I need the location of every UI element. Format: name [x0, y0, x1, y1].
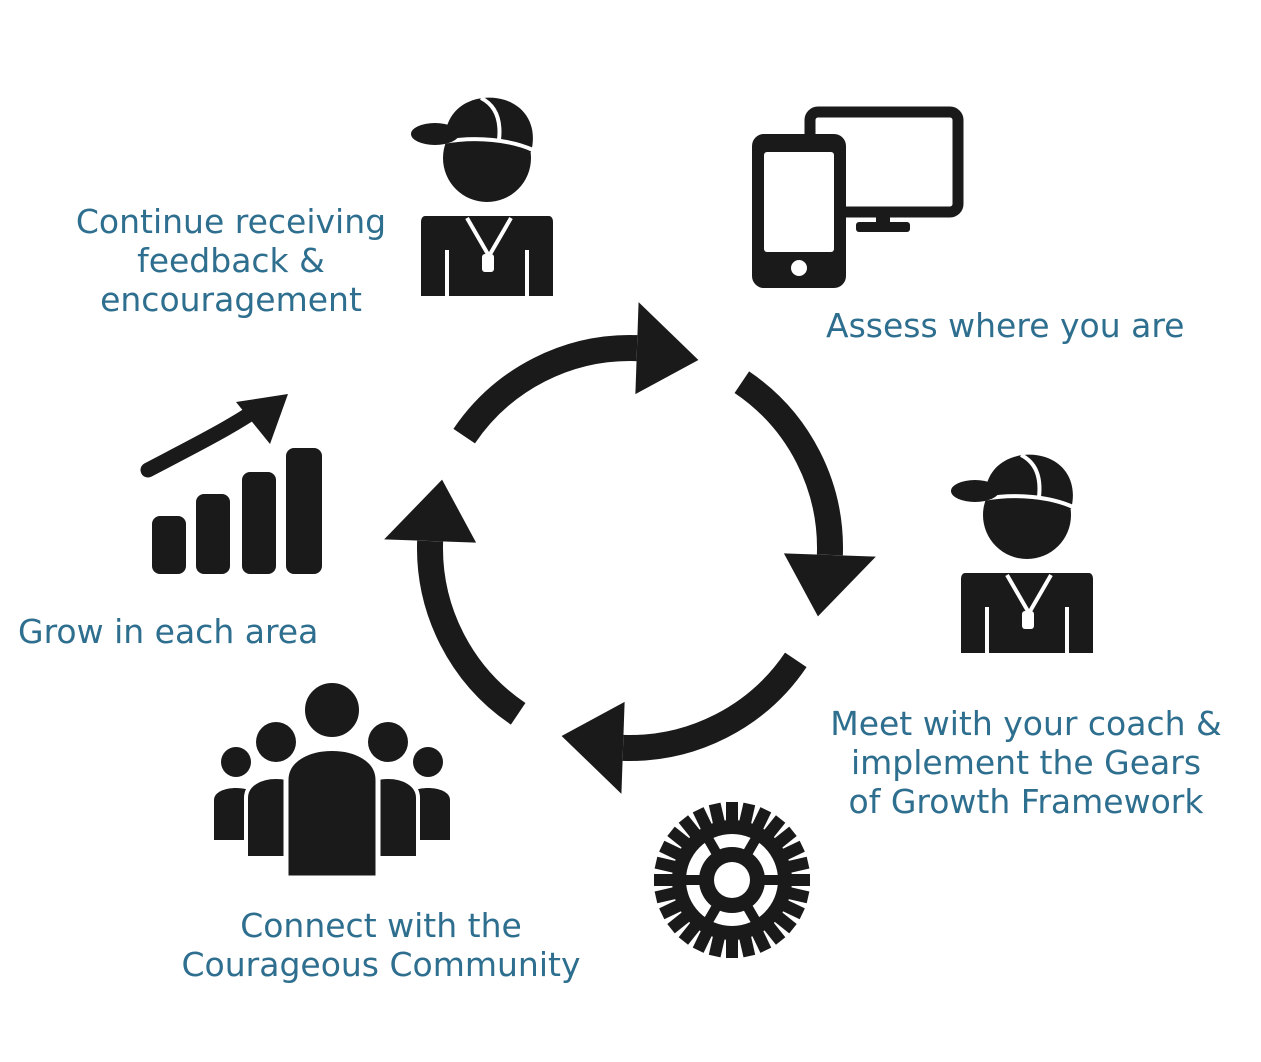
cycle-arrowhead: [561, 701, 625, 794]
step-label-grow: Grow in each area: [18, 612, 318, 651]
step-grow-line-1: Grow in each area: [18, 612, 319, 651]
cycle-arc: [453, 335, 638, 444]
step-connect-line-2: Courageous Community: [181, 945, 581, 984]
step-label-assess: Assess where you are: [826, 306, 1184, 345]
cycle-arrowhead: [635, 302, 699, 395]
gear-icon: [654, 802, 810, 958]
step-meet-line-2: implement the Gears: [850, 743, 1202, 782]
cycle-arrows: [384, 302, 876, 794]
cycle-arc: [417, 540, 526, 725]
step-assess-line-1: Assess where you are: [826, 306, 1185, 345]
gear-spoke: [702, 834, 722, 857]
cycle-arc: [622, 652, 807, 761]
step-connect-line-1: Connect with the: [240, 906, 522, 945]
gear-spoke: [742, 834, 762, 857]
coach-icon-top: [409, 95, 555, 299]
devices-icon: [752, 106, 964, 288]
growth-chart-icon: [140, 394, 322, 574]
cycle-ring: [384, 302, 876, 794]
community-icon: [214, 679, 450, 881]
step-continue-line-2: feedback &: [137, 241, 325, 280]
step-meet-line-3: of Growth Framework: [848, 782, 1204, 821]
gear-spoke: [702, 903, 722, 926]
gear-spoke: [762, 875, 782, 885]
gear-tooth: [726, 934, 738, 958]
step-label-connect: Connect with the Courageous Community: [150, 906, 612, 984]
step-meet-line-1: Meet with your coach &: [830, 704, 1222, 743]
step-label-continue: Continue receiving feedback & encouragem…: [56, 202, 406, 319]
step-label-meet: Meet with your coach & implement the Gea…: [804, 704, 1248, 821]
gear-tooth: [726, 802, 738, 826]
step-continue-line-1: Continue receiving: [75, 202, 387, 241]
cycle-arrowhead: [783, 553, 876, 617]
gear-spoke: [682, 875, 702, 885]
gear-tooth: [786, 874, 810, 886]
gear-spoke: [742, 903, 762, 926]
cycle-arrowhead: [384, 479, 477, 543]
cycle-arc: [734, 371, 843, 556]
step-continue-line-3: encouragement: [100, 280, 362, 319]
coach-icon-right: [949, 452, 1095, 655]
gear-tooth: [654, 874, 678, 886]
